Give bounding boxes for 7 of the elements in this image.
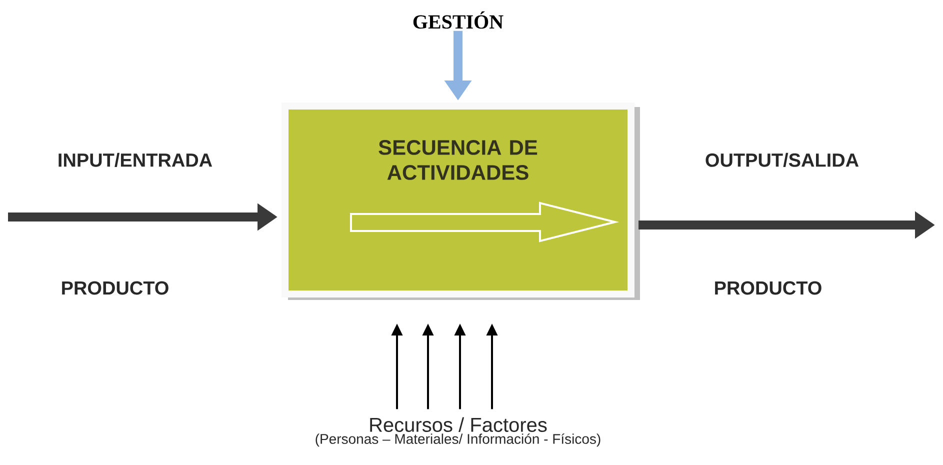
flow-label: OUTPUT/SALIDA <box>706 152 859 168</box>
heading-text: GESTIÓN <box>413 11 504 29</box>
resource-text: Recursos / Factores (Personas – Materiales/ Información - Físicos) <box>316 417 600 447</box>
flow-label: PRODUCTO <box>715 281 822 295</box>
flow-label: PRODUCTO <box>62 281 168 295</box>
process-box: SECUENCIA DE ACTIVIDADES <box>282 102 640 300</box>
flow-label: INPUT/ENTRADA <box>58 152 212 168</box>
